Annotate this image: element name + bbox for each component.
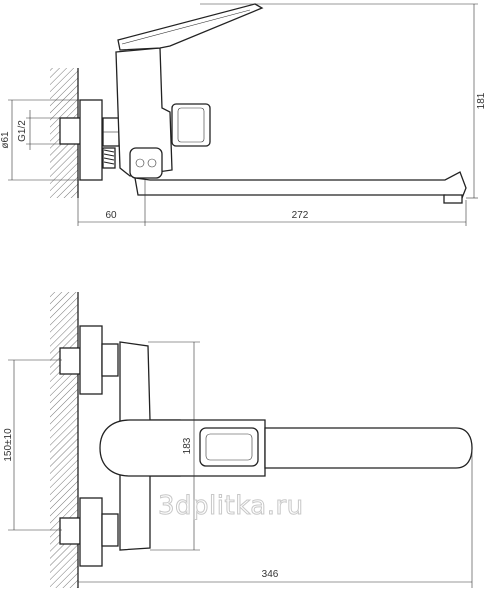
- dim-height: 181: [476, 92, 487, 109]
- wall-flange: [79, 99, 103, 181]
- eccentric-pipe: [59, 117, 83, 145]
- lower-nut: [101, 513, 119, 547]
- dim-center-distance: 150±10: [3, 428, 14, 462]
- aerator: [443, 194, 463, 204]
- spout-side: [134, 171, 467, 199]
- top-view: 150±10 183 346 3dplitka.ru: [3, 292, 473, 588]
- upper-flange: [79, 325, 103, 395]
- watermark: 3dplitka.ru: [158, 491, 304, 521]
- dim-wall-offset: 60: [105, 210, 117, 221]
- dim-thread: G1/2: [17, 120, 28, 142]
- dim-diameter: ø61: [0, 131, 11, 149]
- dim-overall-width: 346: [262, 569, 279, 580]
- swivel-collar: [129, 147, 163, 179]
- side-view: 181 ø61 G1/2 60 272: [0, 3, 487, 226]
- spout-top: [264, 427, 473, 469]
- diverter-knob: [171, 103, 211, 147]
- upper-pipe: [59, 347, 81, 375]
- lever-handle-side: [117, 3, 264, 51]
- lower-pipe: [59, 517, 81, 545]
- dim-body-height: 183: [182, 437, 193, 454]
- upper-nut: [101, 343, 119, 377]
- lower-flange: [79, 497, 103, 567]
- faucet-body-side: [115, 47, 173, 177]
- thread-marks: [103, 149, 115, 165]
- handle-window: [199, 427, 259, 467]
- thread-stub: [102, 147, 116, 169]
- dim-spout-reach: 272: [292, 210, 309, 221]
